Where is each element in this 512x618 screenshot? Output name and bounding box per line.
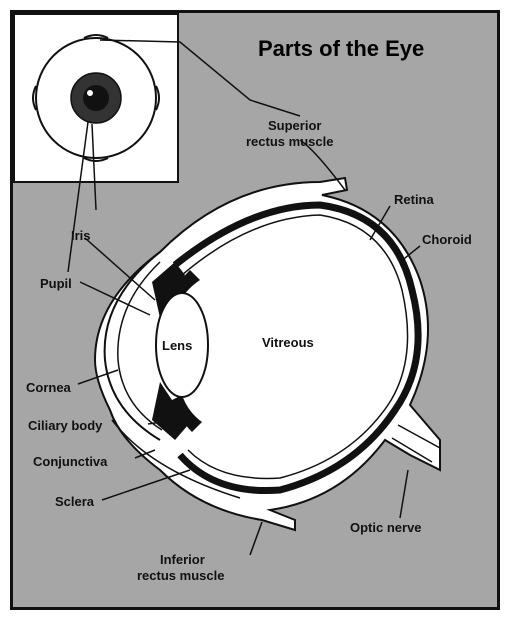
label-retina: Retina xyxy=(394,192,435,207)
label-sclera: Sclera xyxy=(55,494,95,509)
label-cornea: Cornea xyxy=(26,380,72,395)
label-inferior-1: Inferior xyxy=(160,552,205,567)
diagram-title: Parts of the Eye xyxy=(258,36,424,61)
inferior-leader xyxy=(250,522,262,555)
eye-cross-section xyxy=(95,178,440,530)
front-view-pupil xyxy=(83,85,109,111)
label-vitreous: Vitreous xyxy=(262,335,314,350)
label-iris: Iris xyxy=(71,228,91,243)
label-superior-2: rectus muscle xyxy=(246,134,333,149)
label-choroid: Choroid xyxy=(422,232,472,247)
label-superior-1: Superior xyxy=(268,118,321,133)
label-ciliary-body: Ciliary body xyxy=(28,418,103,433)
label-optic-nerve: Optic nerve xyxy=(350,520,422,535)
sclera-outline xyxy=(95,178,440,530)
label-pupil: Pupil xyxy=(40,276,72,291)
optic-nerve-leader xyxy=(400,470,408,518)
label-lens: Lens xyxy=(162,338,192,353)
label-conjunctiva: Conjunctiva xyxy=(33,454,108,469)
label-inferior-2: rectus muscle xyxy=(137,568,224,583)
